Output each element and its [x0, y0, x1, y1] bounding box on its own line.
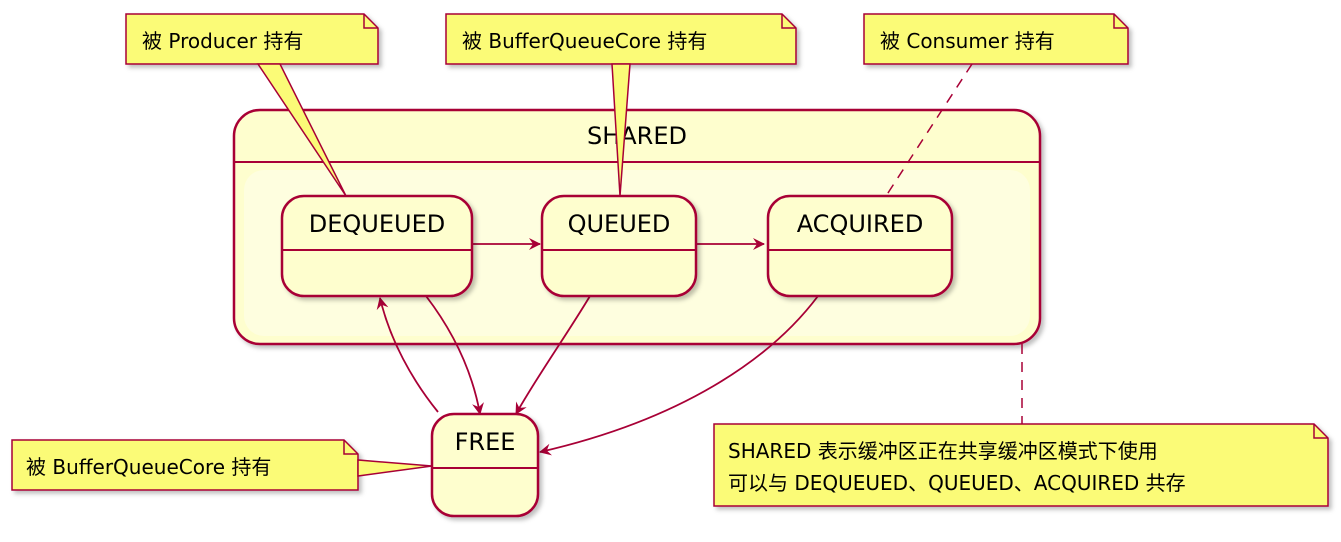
note-producer-connector [256, 63, 347, 197]
state-queued-label: QUEUED [568, 210, 671, 238]
note-core-free: 被 BufferQueueCore 持有 [11, 439, 359, 491]
note-consumer-connector [885, 63, 973, 197]
note-consumer: 被 Consumer 持有 [863, 13, 1129, 65]
note-producer: 被 Producer 持有 [125, 13, 379, 65]
state-dequeued-label: DEQUEUED [309, 210, 445, 238]
state-dequeued: DEQUEUED [280, 194, 474, 298]
transition-acquired-free [539, 295, 819, 456]
note-shared-line2: 可以与 DEQUEUED、QUEUED、ACQUIRED 共存 [728, 471, 1186, 495]
shared-label: SHARED [587, 122, 687, 150]
transition-queued-free [515, 295, 591, 415]
transition-dequeued-free [425, 295, 484, 415]
note-producer-text: 被 Producer 持有 [142, 29, 303, 53]
note-core-free-text: 被 BufferQueueCore 持有 [26, 455, 271, 479]
transitions [376, 238, 819, 456]
note-core-top-connector [611, 63, 631, 197]
state-free: FREE [430, 412, 540, 518]
note-core-top-text: 被 BufferQueueCore 持有 [462, 29, 707, 53]
transition-free-dequeued [376, 297, 439, 413]
note-shared-line1: SHARED 表示缓冲区正在共享缓冲区模式下使用 [728, 439, 1158, 463]
note-shared: SHARED 表示缓冲区正在共享缓冲区模式下使用 可以与 DEQUEUED、QU… [713, 423, 1329, 507]
state-acquired-label: ACQUIRED [797, 210, 924, 238]
state-queued: QUEUED [540, 194, 698, 298]
note-core-free-connector [357, 459, 433, 477]
note-consumer-text: 被 Consumer 持有 [880, 29, 1055, 53]
note-core-top: 被 BufferQueueCore 持有 [445, 13, 797, 65]
state-acquired: ACQUIRED [766, 194, 954, 298]
state-free-label: FREE [455, 428, 516, 456]
